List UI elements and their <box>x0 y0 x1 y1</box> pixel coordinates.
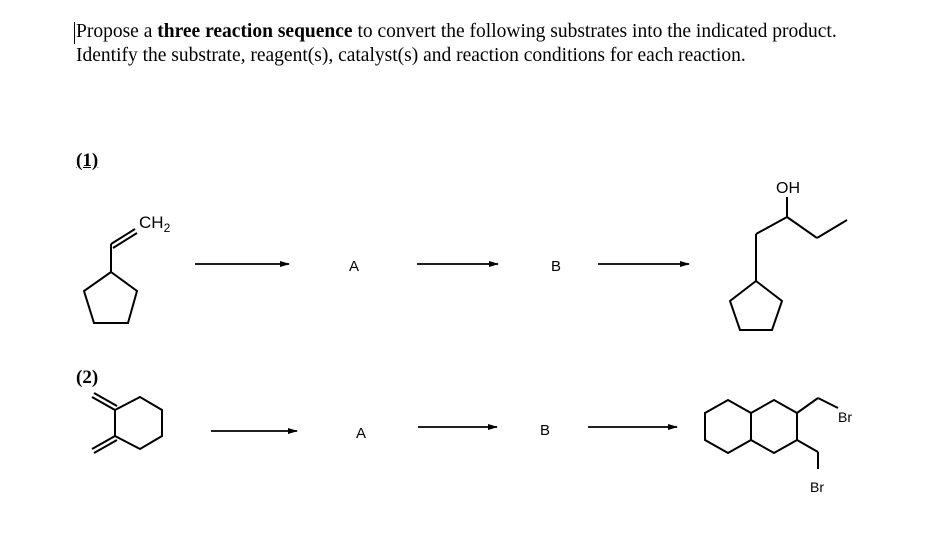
intermediate-1a-label: A <box>349 258 359 275</box>
problem-2-label: (2) <box>76 367 99 388</box>
substrate-1-structure <box>82 228 139 324</box>
product-1-structure <box>728 197 848 331</box>
intermediate-2b-label: B <box>540 422 550 439</box>
question-part2: to convert the following substrates into… <box>76 21 837 66</box>
question-part1: Propose a <box>76 21 158 42</box>
problem-1-label: (1) <box>76 150 99 171</box>
product-2-br-top-label: Br <box>838 409 852 425</box>
question-bold: three reaction sequence <box>157 21 353 42</box>
intermediate-1b-label: B <box>551 258 561 275</box>
substrate-1-ch2-label: CH2 <box>139 213 171 235</box>
substrate-2-structure <box>91 392 163 454</box>
intermediate-2a-label: A <box>356 425 366 442</box>
product-1-oh-label: OH <box>776 180 800 197</box>
question-text: Propose a three reaction sequence to con… <box>76 20 876 68</box>
text-cursor <box>74 22 75 44</box>
product-2-br-bottom-label: Br <box>810 479 824 495</box>
product-2-structure <box>704 397 839 469</box>
